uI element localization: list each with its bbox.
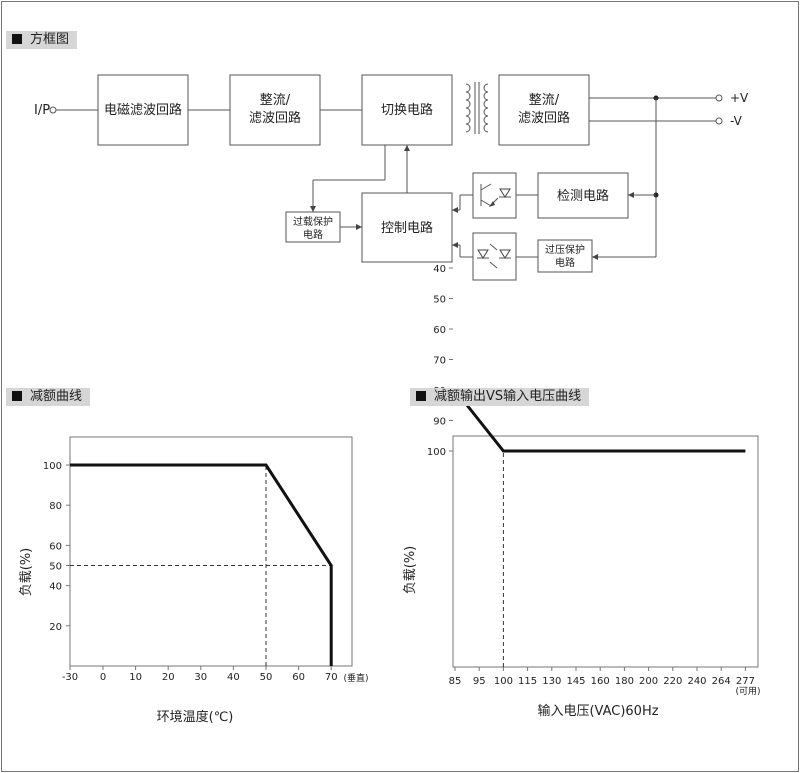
square-bullet-icon [416,391,426,401]
chart2-xaxis-note: (可用) [735,686,760,697]
chart1-x-tick-label: 50 [260,672,273,683]
switching-label: 切换电路 [381,102,433,118]
chart2-xlabel: 输入电压(VAC)60Hz [537,703,658,719]
chart1-y-tick-label: 100 [43,461,62,472]
chart2-y-tick-label: 60 [433,325,446,336]
chart2-y-tick-label: 70 [433,356,446,367]
chart1-ylabel: 负载(%) [19,548,34,597]
ovp-label-1: 过压保护 [545,243,585,256]
input-derating-section-label: 减额输出VS输入电压曲线 [410,388,590,406]
arrow-into-control-1 [452,207,458,213]
ovp-label-2: 电路 [555,256,575,269]
block-diagram: I/P 电磁滤波回路 整流/ 滤波回路 切换电路 整流/ 滤波回路 [34,74,749,281]
chart2-x-tick-label: 180 [615,676,634,687]
chart2-y-tick-label: 40 [433,264,446,275]
chart2-x-tick-label: 200 [639,676,658,687]
derating-title: 减额曲线 [30,389,83,404]
chart2-y-tick-label: 100 [427,447,446,458]
square-bullet-icon [12,391,22,401]
chart1-series-line [70,463,333,666]
rectifier-label-1: 整流/ [260,93,291,108]
control-label: 控制电路 [381,220,433,236]
chart1-y-tick-label: 40 [49,582,62,593]
chart2-x-tick-label: 160 [591,676,610,687]
chart2-x-tick-label: 277 [736,676,755,687]
square-bullet-icon [12,34,22,44]
olp-label-2: 电路 [303,228,323,241]
chart1-y-tick-label: 20 [49,622,62,633]
emi-filter-label: 电磁滤波回路 [104,102,182,118]
transformer-icon [465,82,489,134]
chart1-x-tick-label: 40 [227,672,240,683]
input-derating-chart: 负载(%) 输入电压(VAC)60Hz (可用) 85 95 100 115 130 14… [403,264,761,719]
out-pos-terminal [715,94,723,102]
chart1-x-tick-label: 30 [194,672,207,683]
input-terminal [49,106,57,114]
output-rectifier-label-1: 整流/ [529,93,560,108]
arrow-into-control-3 [356,224,362,230]
chart1-x-tick-label: -30 [62,672,78,683]
input-derating-title: 减额输出VS输入电压曲线 [434,389,582,404]
chart1-x-tick-label: 0 [100,672,106,683]
chart2-x-tick-label: 130 [542,676,561,687]
chart2-x-tick-label: 220 [663,676,682,687]
out-neg-terminal [715,117,723,125]
chart2-x-tick-label: 145 [566,676,585,687]
derating-chart: 负载(%) 环境温度(℃) (垂直) -30 0 10 20 30 40 50 60 70 20 4… [19,436,369,725]
arrow-into-control-2 [452,242,458,248]
chart1-plot-area [69,436,353,667]
chart1-x-tick-label: 10 [129,672,142,683]
chart1-x-tick-label: 70 [325,672,338,683]
output-rectifier-block [498,74,590,146]
chart1-y-tick-label: 60 [49,541,62,552]
block-diagram-title: 方框图 [30,32,70,47]
control-block [361,192,453,263]
chart1-y-tick-label: 80 [49,501,62,512]
output-rectifier-label-2: 滤波回路 [518,110,570,126]
chart2-x-tick-label: 264 [712,676,731,687]
out-pos-label: +V [730,91,749,105]
chart2-plot-area [452,435,759,668]
olp-label-1: 过载保护 [293,215,333,228]
chart2-x-tick-label: 95 [473,676,486,687]
emi-filter-block [97,74,189,146]
input-label: I/P [34,103,50,118]
detection-label: 检测电路 [557,188,609,204]
ovp-block [537,239,593,273]
arrow-into-olp [310,206,316,212]
chart2-series-line [453,389,746,453]
chart2-ylabel: 负载(%) [403,546,418,595]
derating-section-label: 减额曲线 [6,388,91,406]
rectifier-label-2: 滤波回路 [249,110,301,126]
optocoupler-icon-1 [472,172,517,219]
arrow-into-ovp [592,254,598,260]
block-diagram-section-label: 方框图 [6,31,78,49]
chart1-x-tick-label: 20 [162,672,175,683]
chart2-x-tick-label: 85 [449,676,462,687]
chart1-x-tick-label: 60 [292,672,305,683]
out-neg-label: -V [730,114,743,128]
olp-block [285,211,341,243]
chart2-y-tick-label: 50 [433,295,446,306]
optocoupler-icon-2 [472,232,517,281]
chart2-y-tick-label: 90 [433,417,446,428]
arrow-into-detect [628,192,634,198]
switching-block [361,74,453,146]
chart1-y-tick-label: 50 [49,562,62,573]
arrow-into-switch [404,145,410,151]
chart2-x-tick-label: 100 [494,676,513,687]
chart1-xlabel: 环境温度(℃) [157,709,234,725]
chart2-x-tick-label: 240 [687,676,706,687]
chart2-x-tick-label: 115 [518,676,537,687]
chart1-xaxis-note: (垂直) [343,672,368,684]
rectifier-block [229,74,321,146]
